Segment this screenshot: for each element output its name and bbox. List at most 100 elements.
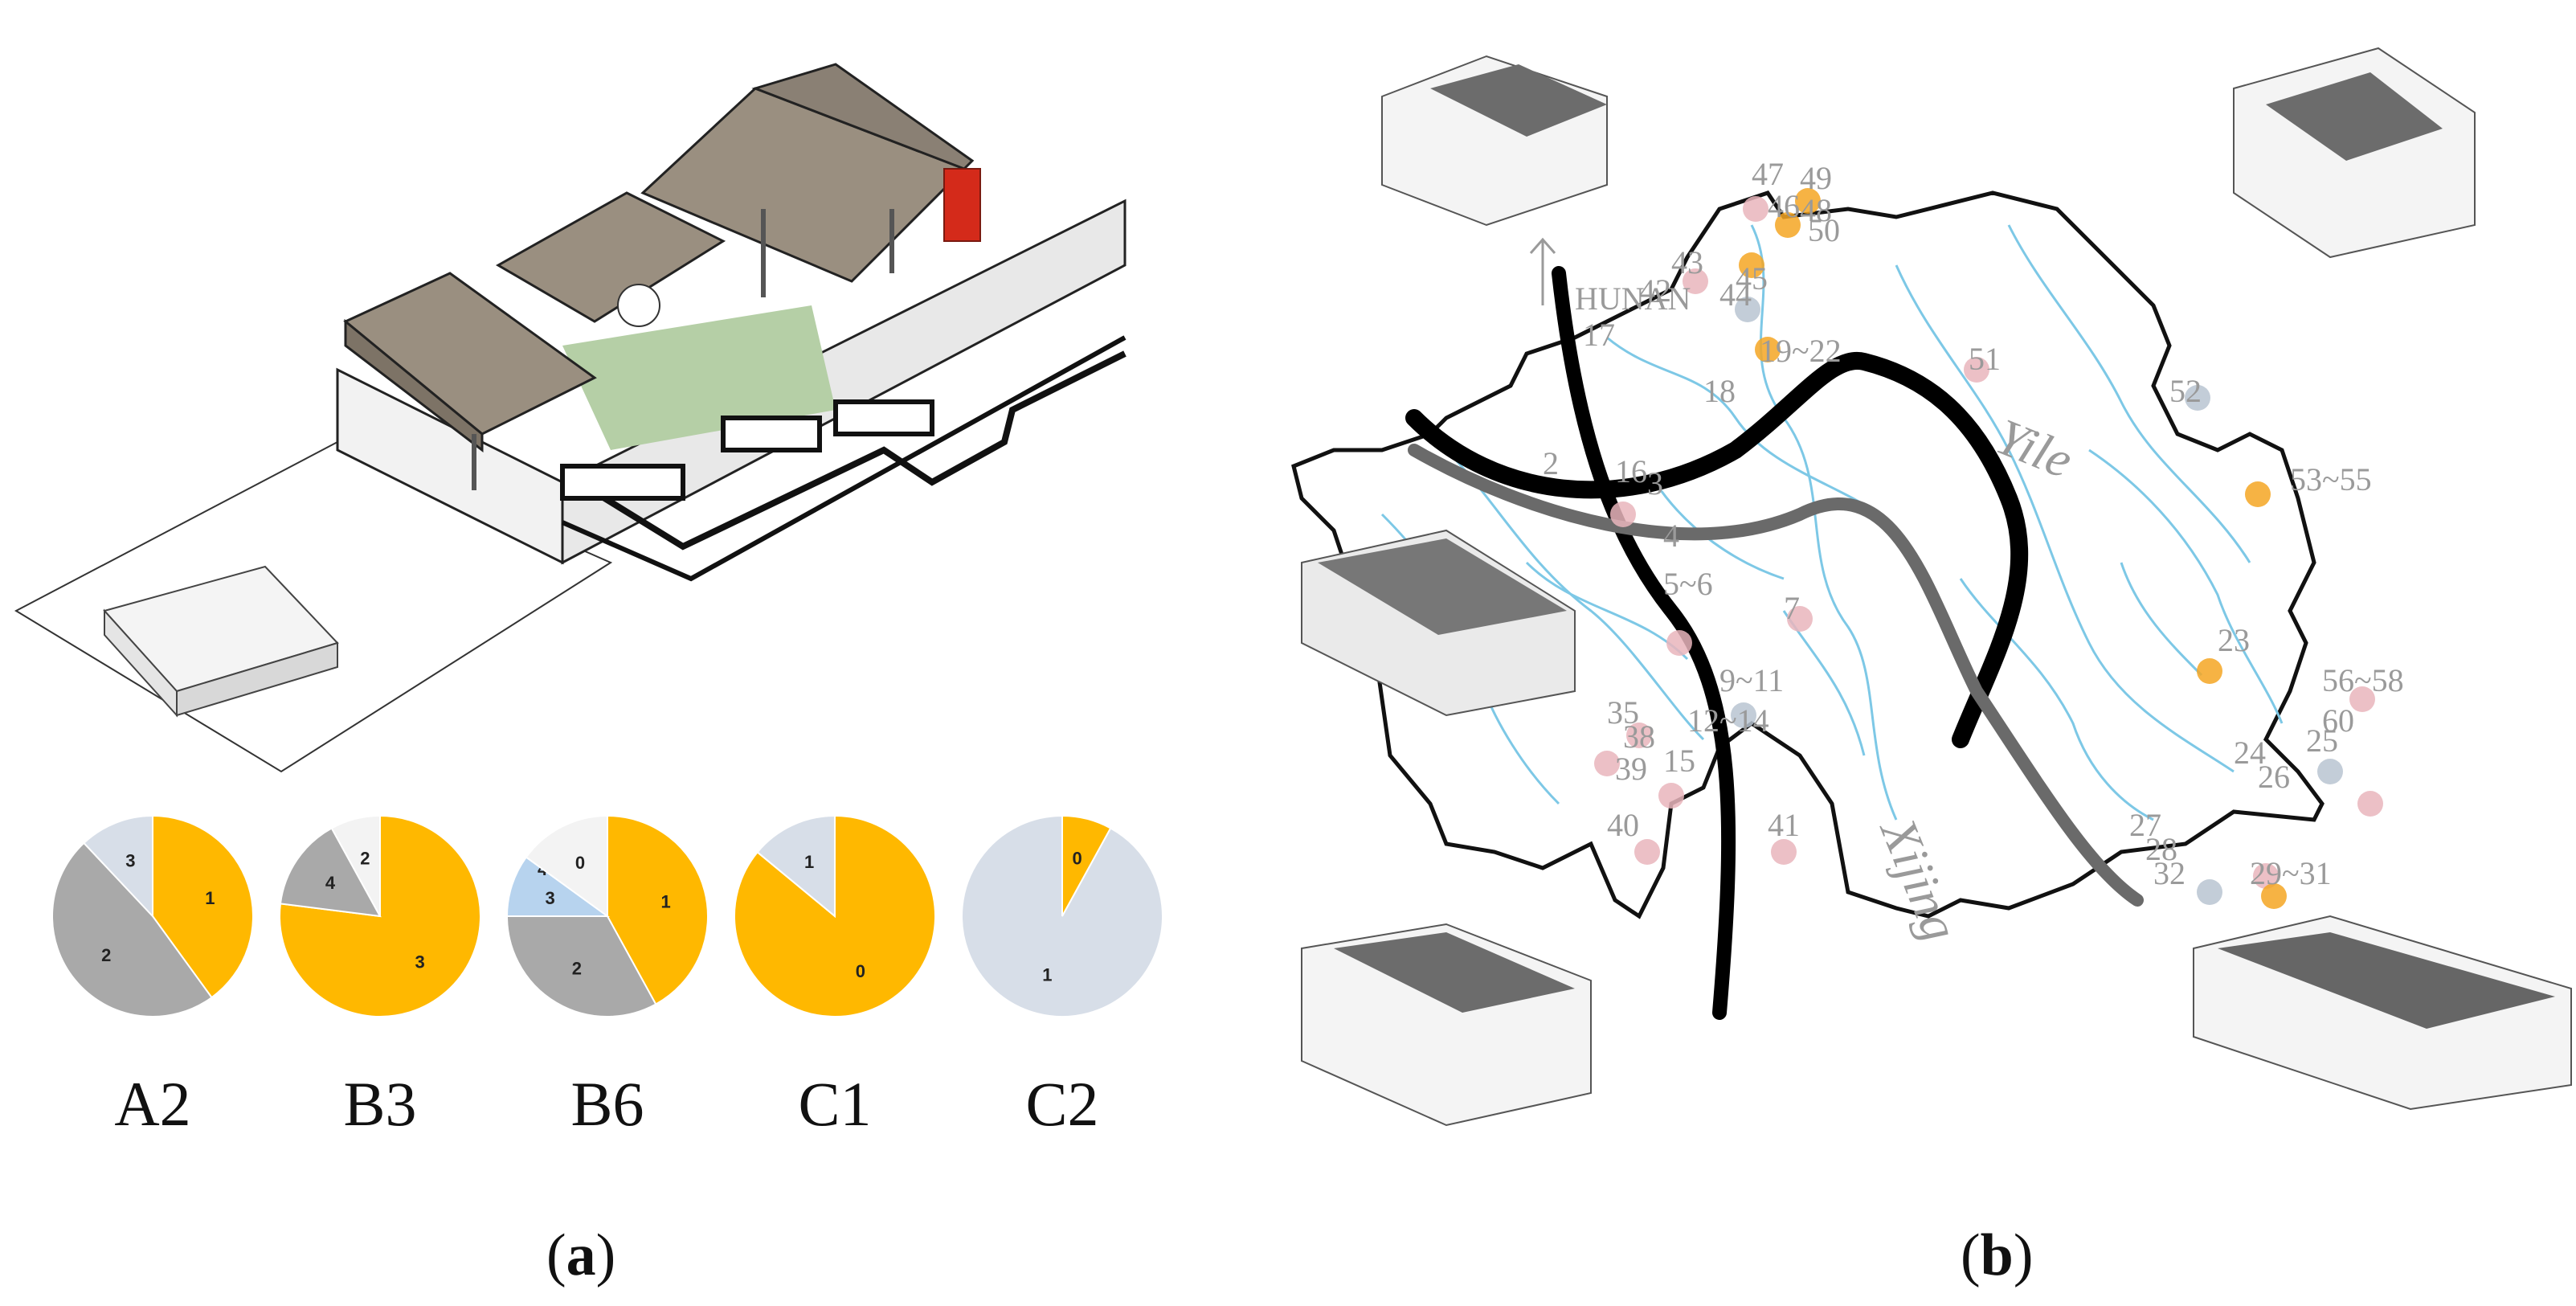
pie-slice-label: 4 bbox=[325, 873, 336, 893]
site-dot bbox=[1610, 502, 1636, 527]
site-dot bbox=[1626, 723, 1652, 748]
site-dot bbox=[1739, 252, 1764, 278]
site-label: 56~58 bbox=[2322, 662, 2404, 698]
pie-slice-label: 1 bbox=[1042, 965, 1052, 985]
hunan-label: HUNAN bbox=[1575, 280, 1691, 317]
pie-slice-label: 3 bbox=[125, 850, 135, 870]
site-label: 43 bbox=[1671, 244, 1703, 280]
pie-slice bbox=[505, 856, 611, 917]
site-label: 42 bbox=[1639, 272, 1671, 309]
site-dot bbox=[1795, 188, 1821, 214]
site-dot bbox=[2245, 481, 2271, 507]
site-label: 29~31 bbox=[2250, 855, 2332, 891]
region-outline bbox=[1291, 190, 2325, 919]
site-dot bbox=[1683, 268, 1708, 294]
site-label: 41 bbox=[1768, 807, 1800, 843]
site-dot bbox=[1743, 196, 1768, 222]
hunan-arrow bbox=[1529, 237, 1556, 305]
pie-slice-label: 0 bbox=[856, 961, 865, 981]
pie-slice-label: 3 bbox=[546, 888, 555, 908]
site-dot bbox=[2349, 686, 2375, 712]
site-label: 12~14 bbox=[1687, 702, 1769, 739]
river-flow-secondary bbox=[1408, 444, 2144, 907]
pie-name-label: B3 bbox=[343, 1069, 416, 1139]
pie-name-label: C1 bbox=[798, 1069, 871, 1139]
site-label: 4 bbox=[1663, 518, 1679, 554]
site-label: 48 bbox=[1800, 192, 1832, 228]
site-label: 7 bbox=[1784, 590, 1800, 626]
site-dot bbox=[2253, 863, 2279, 889]
site-label: 39 bbox=[1615, 751, 1647, 787]
site-dot bbox=[1964, 357, 1989, 383]
site-label: 51 bbox=[1969, 341, 2001, 377]
pie-slice-label: 1 bbox=[205, 888, 215, 908]
site-dot bbox=[1634, 839, 1660, 865]
pie-slice bbox=[152, 814, 254, 999]
site-dot bbox=[1755, 337, 1781, 362]
pie-slice bbox=[505, 915, 657, 1017]
pie-slice bbox=[51, 841, 213, 1017]
site-dot bbox=[1666, 630, 1692, 656]
site-dot bbox=[1658, 783, 1684, 809]
pie-slice bbox=[756, 814, 836, 919]
pie-slice-label: 3 bbox=[415, 952, 424, 972]
site-label: 26 bbox=[2258, 759, 2290, 795]
site-label: 38 bbox=[1623, 719, 1655, 755]
site-label: 46 bbox=[1768, 188, 1800, 224]
site-label: 24 bbox=[2234, 735, 2266, 771]
pie-charts: 123A2342B312340B601C101C2 bbox=[51, 814, 1163, 1139]
site-dot bbox=[2261, 883, 2287, 909]
pie-slice bbox=[330, 814, 381, 917]
pie-slice-label: 2 bbox=[360, 848, 370, 868]
site-label: 44 bbox=[1719, 276, 1752, 313]
site-label: 18 bbox=[1703, 373, 1736, 409]
building-sketch-nw bbox=[1381, 55, 1608, 227]
building-sketch-w bbox=[1301, 529, 1576, 717]
site-dot bbox=[1735, 297, 1760, 322]
site-dot bbox=[1594, 751, 1620, 776]
pie-C2: 0 1C2 bbox=[961, 814, 1163, 1139]
site-label: 40 bbox=[1607, 807, 1639, 843]
building-sketch-ne bbox=[2233, 47, 2476, 259]
pie-slice-label: 2 bbox=[572, 959, 582, 979]
pie-slice-label: 1 bbox=[804, 852, 814, 872]
pie-slice-label: 0 bbox=[1073, 848, 1082, 868]
site-label: 45 bbox=[1736, 260, 1768, 297]
site-label: 53~55 bbox=[2290, 461, 2372, 497]
pie-slice bbox=[525, 814, 608, 918]
pie-B6: 12340B6 bbox=[505, 814, 709, 1139]
pie-slice bbox=[961, 814, 1163, 1017]
site-label: 35 bbox=[1607, 694, 1639, 731]
pie-slice bbox=[83, 814, 153, 919]
site-label: 17 bbox=[1583, 317, 1615, 353]
site-label: 23 bbox=[2218, 622, 2250, 658]
site-dot bbox=[2197, 879, 2222, 905]
pie-slice-label: 2 bbox=[101, 945, 111, 965]
site-dot bbox=[2357, 791, 2383, 817]
pie-B3: 3 4 2B3 bbox=[279, 814, 481, 1139]
pie-slice bbox=[607, 814, 709, 1005]
panel-a: 123A2342B312340B601C101C2 (a) bbox=[0, 0, 1286, 1306]
site-label: 60 bbox=[2322, 702, 2354, 739]
site-dots bbox=[1594, 188, 2383, 909]
pie-name-label: C2 bbox=[1025, 1069, 1098, 1139]
site-label: 2 bbox=[1543, 445, 1559, 481]
site-label: 28 bbox=[2145, 831, 2177, 867]
site-label: 50 bbox=[1808, 212, 1840, 248]
site-dot bbox=[1787, 606, 1813, 632]
site-dot bbox=[2197, 658, 2222, 684]
site-label: 52 bbox=[2169, 373, 2202, 409]
site-label: 25 bbox=[2306, 723, 2338, 759]
site-dot bbox=[1775, 212, 1801, 238]
site-label: 16 bbox=[1615, 453, 1647, 489]
site-dot bbox=[2317, 759, 2343, 784]
site-label: 27 bbox=[2129, 807, 2161, 843]
pie-slice-label: 0 bbox=[575, 853, 585, 873]
panel-a-figure: 123A2342B312340B601C101C2 bbox=[14, 63, 1163, 1139]
site-dot bbox=[1731, 702, 1756, 728]
site-label: 15 bbox=[1663, 743, 1695, 779]
